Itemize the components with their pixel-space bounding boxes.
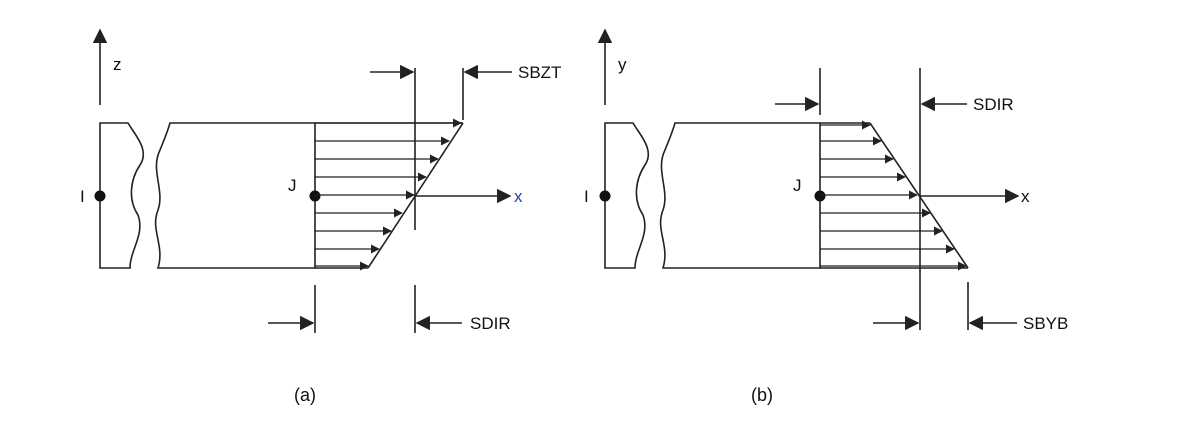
panel-b: y I J x SDIR: [584, 28, 1068, 405]
node-i-label: I: [80, 187, 85, 206]
caption-a: (a): [294, 385, 316, 405]
sdir-label-b: SDIR: [973, 95, 1014, 114]
node-j-dot: [309, 190, 321, 202]
node-j-label: J: [288, 176, 297, 195]
panel-a: z I J x SBZT: [80, 28, 561, 405]
z-axis-label: z: [113, 55, 122, 74]
node-i-dot-b: [599, 190, 611, 202]
node-i-label-b: I: [584, 187, 589, 206]
x-axis-label-b: x: [1021, 187, 1030, 206]
node-i-dot: [94, 190, 106, 202]
sdir-label-a: SDIR: [470, 314, 511, 333]
node-j-dot-b: [814, 190, 826, 202]
sbzt-label: SBZT: [518, 63, 561, 82]
stress-arrows-a: [315, 118, 462, 271]
node-i-stub-b: [604, 122, 650, 269]
caption-b: (b): [751, 385, 773, 405]
beam-body-b: [659, 122, 821, 269]
beam-body: [154, 122, 316, 269]
x-axis-label-a: x: [514, 187, 523, 206]
node-i-stub: [99, 122, 145, 269]
node-j-label-b: J: [793, 176, 802, 195]
stress-arrows-b: [820, 120, 967, 271]
sbyb-label: SBYB: [1023, 314, 1068, 333]
y-axis-label: y: [618, 55, 627, 74]
stress-envelope-b: [869, 122, 969, 269]
